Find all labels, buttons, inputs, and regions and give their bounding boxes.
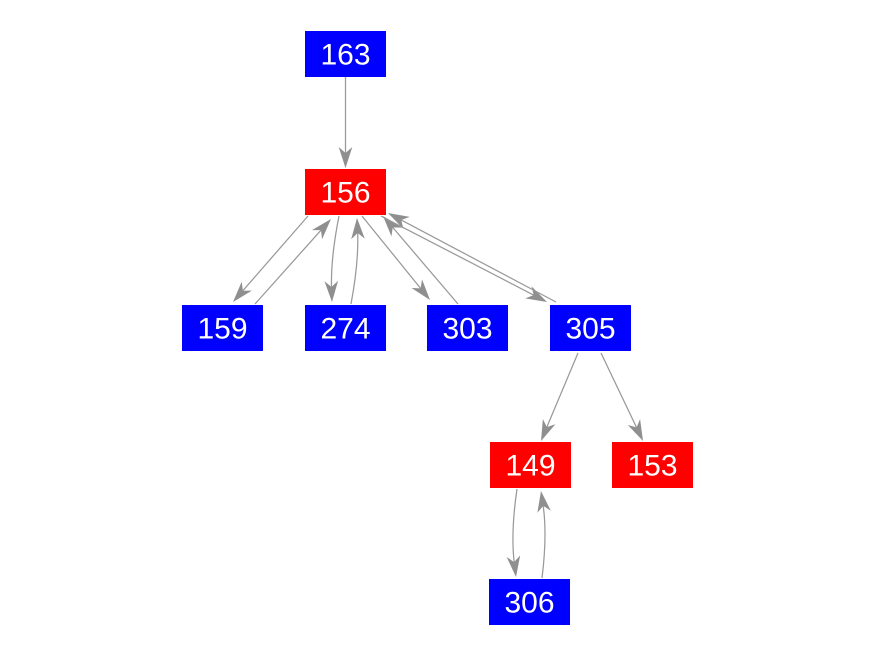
edge-305-149	[541, 352, 579, 441]
arrowhead-303-156	[383, 216, 402, 237]
node-label-305: 305	[565, 313, 615, 346]
arrowhead-156-303	[411, 279, 430, 300]
edge-line-305-149	[545, 352, 579, 430]
edge-line-159-156	[254, 228, 323, 305]
node-box-156[interactable]	[305, 169, 386, 215]
node-303[interactable]: 303	[427, 305, 508, 351]
node-label-149: 149	[505, 450, 555, 483]
edge-line-156-159	[241, 215, 309, 293]
edge-line-149-306	[512, 488, 518, 565]
arrowhead-305-156	[388, 213, 410, 229]
edge-line-303-156	[390, 225, 459, 305]
node-163[interactable]: 163	[305, 31, 386, 77]
arrowhead-274-156	[351, 218, 365, 240]
node-box-305[interactable]	[550, 305, 631, 351]
edge-163-156	[338, 77, 353, 168]
node-label-159: 159	[197, 313, 247, 346]
arrowhead-305-153	[627, 419, 643, 441]
edge-305-153	[600, 352, 643, 441]
node-305[interactable]: 305	[550, 305, 631, 351]
edge-159-156	[254, 219, 331, 305]
edge-156-274	[324, 215, 340, 302]
arrowhead-163-156	[338, 147, 353, 168]
node-box-153[interactable]	[612, 442, 693, 488]
edge-149-306	[506, 488, 521, 577]
edge-306-149	[537, 491, 551, 579]
node-label-156: 156	[320, 177, 370, 210]
arrowhead-156-305	[525, 286, 547, 302]
arrowhead-306-149	[537, 491, 551, 513]
node-149[interactable]: 149	[490, 442, 571, 488]
arrowhead-156-274	[324, 280, 339, 302]
node-box-149[interactable]	[490, 442, 571, 488]
node-label-153: 153	[627, 450, 677, 483]
node-306[interactable]: 306	[489, 579, 570, 625]
edge-156-303	[361, 215, 430, 300]
edge-line-274-156	[350, 230, 359, 305]
edge-303-156	[383, 216, 459, 305]
edge-line-305-153	[600, 352, 638, 430]
arrowhead-149-306	[506, 555, 521, 577]
edge-156-305	[380, 215, 547, 302]
node-label-274: 274	[320, 313, 370, 346]
node-274[interactable]: 274	[305, 305, 386, 351]
edge-line-156-303	[361, 215, 423, 291]
node-label-303: 303	[442, 313, 492, 346]
node-box-274[interactable]	[305, 305, 386, 351]
edge-156-159	[233, 215, 309, 302]
edge-305-156	[388, 213, 557, 303]
edge-line-156-305	[380, 215, 536, 297]
arrowhead-156-159	[233, 281, 252, 302]
edge-line-156-274	[330, 215, 340, 290]
edge-line-305-156	[399, 218, 557, 303]
arrowhead-305-149	[541, 419, 556, 441]
node-153[interactable]: 153	[612, 442, 693, 488]
node-box-306[interactable]	[489, 579, 570, 625]
node-box-159[interactable]	[182, 305, 263, 351]
node-box-163[interactable]	[305, 31, 386, 77]
node-label-163: 163	[320, 39, 370, 72]
node-159[interactable]: 159	[182, 305, 263, 351]
edge-274-156	[350, 218, 365, 305]
arrowhead-159-156	[311, 219, 331, 240]
node-156[interactable]: 156	[305, 169, 386, 215]
edge-line-306-149	[541, 503, 546, 579]
node-label-306: 306	[504, 587, 554, 620]
node-box-303[interactable]	[427, 305, 508, 351]
